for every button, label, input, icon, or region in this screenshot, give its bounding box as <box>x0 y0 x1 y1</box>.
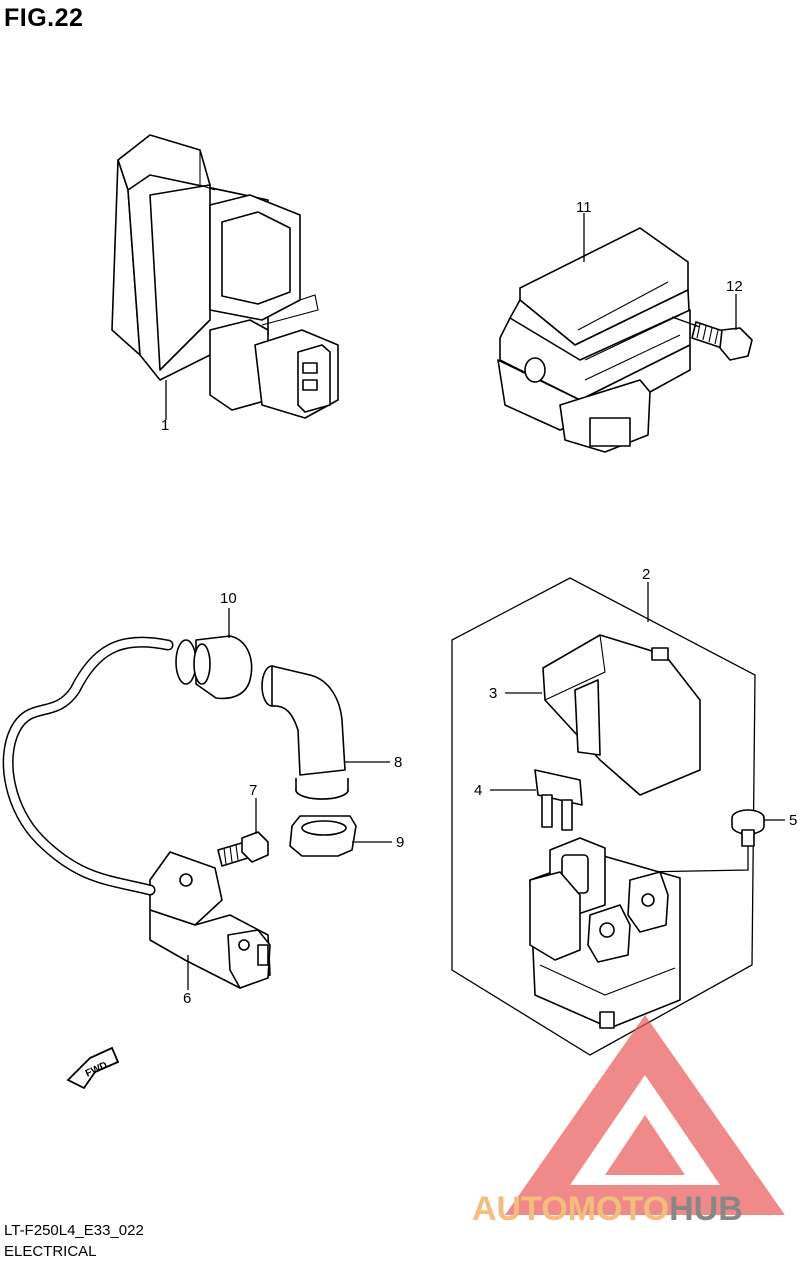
watermark-logo: AUTOMOTOHUB <box>472 1015 785 1228</box>
part-4-fuse[interactable] <box>534 769 583 831</box>
callout-2: 2 <box>642 566 650 583</box>
callout-7: 7 <box>249 782 257 799</box>
model-code: LT-F250L4_E33_022 <box>4 1222 144 1239</box>
callout-8: 8 <box>394 754 402 771</box>
section-name: ELECTRICAL <box>4 1243 97 1260</box>
watermark-text-1: AUTO <box>472 1190 568 1228</box>
part-1-cdi-unit[interactable] <box>111 134 339 419</box>
part-9-grommet[interactable] <box>289 815 357 857</box>
part-6-ignition-coil[interactable] <box>149 851 271 989</box>
callout-12: 12 <box>726 278 743 295</box>
figure-title: FIG.22 <box>4 4 84 32</box>
callout-9: 9 <box>396 834 404 851</box>
callout-3: 3 <box>489 685 497 702</box>
callout-11: 11 <box>576 199 592 216</box>
part-3-relay-cap[interactable] <box>542 634 701 796</box>
part-8-spark-plug-cap[interactable] <box>261 665 349 800</box>
part-11-regulator-rectifier[interactable] <box>497 227 691 453</box>
watermark-text-2: MOTO <box>568 1190 669 1228</box>
callout-6: 6 <box>183 990 191 1007</box>
part-10-cable-seal[interactable] <box>175 635 253 700</box>
callout-10: 10 <box>220 590 237 607</box>
part-12-bolt[interactable] <box>691 321 753 361</box>
starter-relay-body[interactable] <box>529 837 681 1029</box>
part-5-screw[interactable] <box>731 809 765 847</box>
callout-5: 5 <box>789 812 797 829</box>
svg-text:AUTOMOTOHUB: AUTOMOTOHUB <box>472 1190 743 1228</box>
callout-1: 1 <box>161 417 169 434</box>
fwd-arrow-icon: FWD <box>66 1046 120 1090</box>
callout-4: 4 <box>474 782 482 799</box>
ignition-cable <box>2 636 174 896</box>
part-7-bolt[interactable] <box>217 831 269 867</box>
watermark-text-3: HUB <box>669 1190 743 1228</box>
assembly-outline-2 <box>451 577 756 1056</box>
